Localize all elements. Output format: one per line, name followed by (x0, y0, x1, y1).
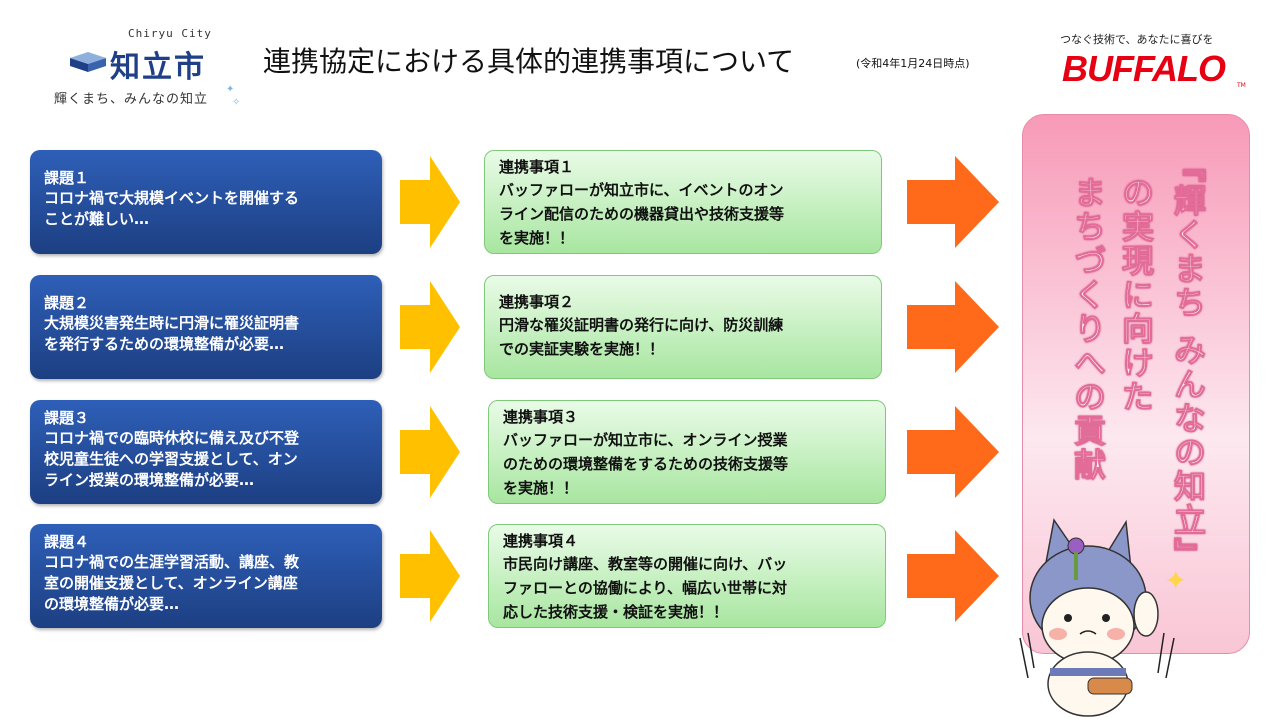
action-box-3: 連携事項３ バッファローが知立市に、オンライン授業 のための環境整備をするための… (488, 400, 886, 504)
arrow-right-icon (400, 156, 460, 248)
sparkle-icon: ✦ (226, 84, 235, 95)
action-box-2: 連携事項２ 円滑な罹災証明書の発行に向け、防災訓練 での実証実験を実施！！ (484, 275, 882, 379)
buffalo-logo: BUFFALO (1062, 48, 1226, 89)
title-note: (令和4年1月24日時点) (856, 57, 970, 70)
arrow-right-icon (907, 530, 999, 622)
action-line: バッファローが知立市に、オンライン授業 (503, 431, 788, 449)
goal-text-line-2: の実現に向けた (1117, 176, 1156, 415)
arrow-right-icon (400, 530, 460, 622)
action-line: を実施！！ (503, 479, 579, 497)
issue-heading: 課題３ (44, 409, 90, 427)
buffalo-tm: TM (1237, 82, 1246, 89)
action-heading: 連携事項１ (499, 158, 575, 176)
issue-heading: 課題４ (44, 533, 90, 551)
sparkle-icon: ✧ (232, 97, 241, 108)
city-slogan: 輝くまち、みんなの知立 (54, 92, 209, 107)
issue-line: コロナ禍での生涯学習活動、講座、教 (44, 553, 300, 571)
issue-heading: 課題１ (44, 169, 90, 187)
issue-line: 校児童生徒への学習支援として、オン (44, 450, 298, 468)
issue-line: コロナ禍で大規模イベントを開催する (44, 189, 300, 207)
city-logo-en: Chiryu City (128, 27, 212, 40)
issue-box-4: 課題４ コロナ禍での生涯学習活動、講座、教 室の開催支援として、オンライン講座 … (30, 524, 382, 628)
action-heading: 連携事項３ (503, 408, 579, 426)
issue-box-1: 課題１ コロナ禍で大規模イベントを開催する ことが難しい… (30, 150, 382, 254)
issue-line: を発行するための環境整備が必要… (44, 335, 285, 353)
city-logo-jp: 知立市 (110, 50, 206, 85)
goal-text-line-1: 『輝くまち みんなの知立』 (1169, 149, 1208, 572)
buffalo-tagline: つなぐ技術で、あなたに喜びを (1060, 33, 1214, 46)
city-mark-icon (70, 52, 106, 72)
action-box-4: 連携事項４ 市民向け講座、教室等の開催に向け、バッ ファローとの協働により、幅広… (488, 524, 886, 628)
action-line: 円滑な罹災証明書の発行に向け、防災訓練 (499, 316, 784, 334)
action-line: 市民向け講座、教室等の開催に向け、バッ (503, 555, 788, 573)
issue-line: 室の開催支援として、オンライン講座 (44, 574, 298, 592)
action-heading: 連携事項４ (503, 532, 579, 550)
arrow-right-icon (400, 281, 460, 373)
action-line: ライン配信のための機器貸出や技術支援等 (499, 205, 785, 223)
issue-heading: 課題２ (44, 294, 90, 312)
arrow-right-icon (400, 406, 460, 498)
mascot-character-icon: ✦ (1019, 518, 1187, 717)
goal-text-line-3: まちづくりへの貢献 (1069, 176, 1108, 483)
action-line: バッファローが知立市に、イベントのオン (499, 181, 784, 199)
issue-line: コロナ禍での臨時休校に備え及び不登 (44, 429, 300, 447)
arrow-right-icon (907, 406, 999, 498)
action-heading: 連携事項２ (499, 293, 575, 311)
arrow-right-icon (907, 156, 999, 248)
issue-box-2: 課題２ 大規模災害発生時に円滑に罹災証明書 を発行するための環境整備が必要… (30, 275, 382, 379)
action-line: ファローとの協働により、幅広い世帯に対 (503, 579, 787, 597)
issue-line: の環境整備が必要… (44, 595, 180, 613)
arrow-right-icon (907, 281, 999, 373)
issue-line: 大規模災害発生時に円滑に罹災証明書 (44, 314, 300, 332)
action-line: を実施！！ (499, 229, 575, 247)
action-line: 応した技術支援・検証を実施！！ (503, 603, 729, 621)
issue-box-3: 課題３ コロナ禍での臨時休校に備え及び不登 校児童生徒への学習支援として、オン … (30, 400, 382, 504)
action-line: のための環境整備をするための技術支援等 (503, 455, 789, 473)
issue-line: ライン授業の環境整備が必要… (44, 471, 255, 489)
action-line: での実証実験を実施！！ (499, 340, 665, 358)
issue-line: ことが難しい… (44, 210, 150, 228)
svg-text:✦: ✦ (1164, 564, 1187, 597)
action-box-1: 連携事項１ バッファローが知立市に、イベントのオン ライン配信のための機器貸出や… (484, 150, 882, 254)
page-title: 連携協定における具体的連携事項について (263, 45, 795, 78)
